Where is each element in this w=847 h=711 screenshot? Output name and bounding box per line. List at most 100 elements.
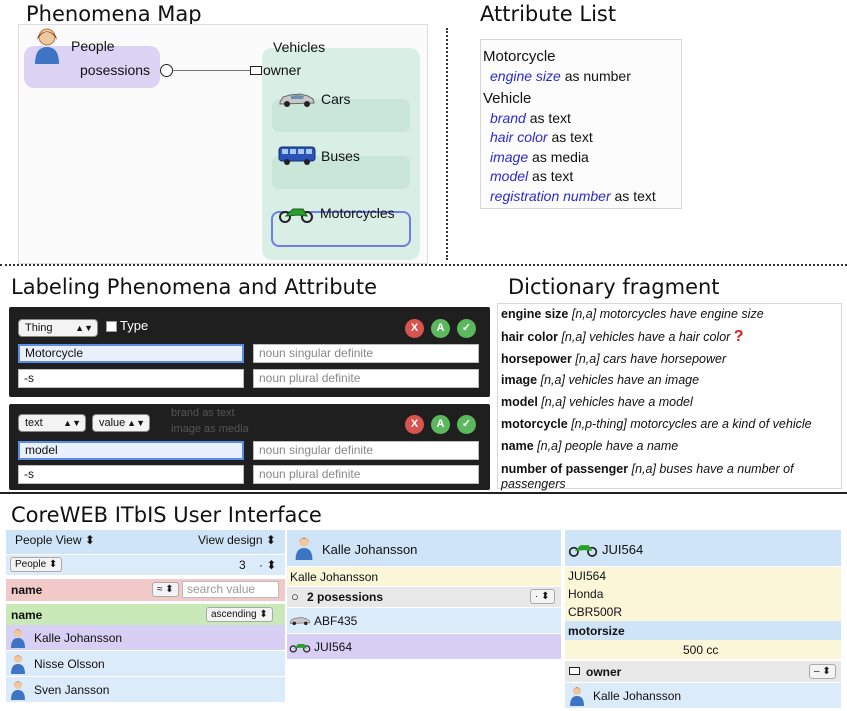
motorsize-value-row[interactable]: 500 cc [565,640,841,659]
search-input[interactable]: search value [182,581,279,598]
person-row-selected[interactable]: Kalle Johansson [6,625,285,650]
delete-button[interactable]: X [405,319,424,338]
motorcycle-icon [568,540,598,560]
value-row[interactable]: CBR500R [565,603,841,621]
dictionary-description: people have a name [564,438,679,453]
attribute-item[interactable]: hair color as text [483,128,679,148]
dictionary-description: motorcycles have engine size [599,307,764,321]
posessions-stepper[interactable]: · ⬍ [530,589,555,604]
confirm-button[interactable]: ✓ [457,319,476,338]
attribute-item[interactable]: registration number as text [483,187,679,207]
attribute-type: as text [532,168,574,184]
select-value: value [99,417,126,429]
motorcycles-phenomenon[interactable] [271,211,411,247]
chevron-updown-icon: ⬍ [84,533,95,547]
attribute-group-heading: Motorcycle [483,48,556,65]
owner-person-row[interactable]: Kalle Johansson [565,683,841,708]
question-mark-icon[interactable]: ? [733,327,744,345]
value-row[interactable]: Honda [565,585,841,603]
dictionary-tag: [n,a] [541,395,566,410]
person-name: Sven Jansson [34,683,110,697]
vehicle-plate: JUI564 [314,640,353,654]
select-value: text [25,417,43,429]
dictionary-panel: engine size [n,a] motorcycles have engin… [497,303,842,492]
plural-hint: noun plural definite [253,465,479,484]
name-value-row[interactable]: Kalle Johansson [287,567,561,586]
motorsize-label: motorsize [568,624,625,638]
vertical-divider [446,28,448,260]
motorcycles-label: Motorcycles [320,205,395,221]
vehicle-row[interactable]: ABF435 [287,608,561,633]
buses-label: Buses [321,148,360,164]
singular-input[interactable]: Motorcycle [18,344,244,363]
vehicle-plate: ABF435 [314,614,358,628]
owner-name: Kalle Johansson [593,689,682,703]
dictionary-entry[interactable]: image [n,a] vehicles have an image [501,370,841,392]
posessions-row[interactable]: ○ 2 posessions · ⬍ [287,587,561,607]
dictionary-entry[interactable]: motorcycle [n,p-thing] motorcycles are a… [501,414,841,436]
motorsize-label-row: motorsize [565,621,841,640]
person-row[interactable]: Nisse Olsson [6,651,285,676]
dictionary-tag: [n,a] [537,438,562,453]
relation-end-square[interactable] [250,66,262,75]
delete-button[interactable]: X [405,415,424,434]
attribute-name: brand [490,109,526,126]
value-text: Honda [568,587,604,601]
dictionary-tag: [n,a] [631,461,656,476]
value-row[interactable]: JUI564 [565,567,841,585]
dictionary-term: horsepower [501,351,572,366]
dictionary-description: buses have a number of passengers [501,461,794,491]
dictionary-term: image [501,373,538,388]
owner-label: owner [263,62,302,78]
phenomenon-kind-select[interactable]: Thing▲▼ [18,319,98,337]
attribute-type: as number [564,68,631,84]
attribute-kind-select[interactable]: value▲▼ [92,414,150,432]
vehicle-row-selected[interactable]: JUI564 [287,634,561,659]
attribute-type-select[interactable]: text▲▼ [18,414,86,432]
attribute-type: as text [529,109,571,126]
labeling-panel-phenomenon: Thing▲▼ Type X A ✓ Motorcycle noun singu… [9,307,490,397]
labeling-title: Labeling Phenomena and Attribute [11,275,377,299]
attribute-item[interactable]: engine size as number [483,67,679,87]
dictionary-entry[interactable]: horsepower [n,a] cars have horsepower [501,349,841,371]
select-value: ascending [211,609,257,620]
attribute-item[interactable]: model as text [483,167,679,187]
sort-order-select[interactable]: ascending ⬍ [206,607,273,622]
motorcycle-icon [289,640,311,656]
add-button[interactable]: A [431,415,450,434]
attribute-item[interactable]: brand as text [483,109,679,129]
singular-input[interactable]: model [18,441,244,460]
motorsize-value: 500 cc [683,643,719,657]
type-checkbox[interactable] [106,321,117,332]
person-icon [34,28,60,69]
view-design-button[interactable]: View design ⬍ [194,534,280,549]
plural-input[interactable]: -s [18,465,244,484]
view-select[interactable]: People View ⬍ [11,534,99,549]
dictionary-entry[interactable]: number of passenger [n,a] buses have a n… [501,458,841,492]
dictionary-description: vehicles have an image [568,373,700,388]
count-stepper[interactable]: · ⬍ [259,558,277,572]
add-button[interactable]: A [431,319,450,338]
attribute-name: engine size [490,68,561,84]
dictionary-entry[interactable]: name [n,a] people have a name [501,436,841,458]
person-row[interactable]: Sven Jansson [6,677,285,702]
cars-phenomenon[interactable] [272,99,410,132]
owner-row[interactable]: owner – ⬍ [565,661,841,682]
chevron-updown-icon: ▲▼ [127,418,145,428]
dictionary-entry[interactable]: model [n,a] vehicles have a model [501,392,841,414]
relation-end-circle[interactable] [160,64,173,77]
dictionary-entry[interactable]: engine size [n,a] motorcycles have engin… [501,304,841,326]
owner-label: owner [586,665,622,679]
plural-input[interactable]: -s [18,369,244,388]
attribute-item[interactable]: image as media [483,148,679,168]
dictionary-term: model [501,395,538,410]
owner-control[interactable]: – ⬍ [809,664,836,679]
filter-operator-select[interactable]: ≈ ⬍ [152,582,179,597]
section-divider [0,492,847,494]
dictionary-entry[interactable]: hair color [n,a] vehicles have a hair co… [501,326,841,349]
dictionary-title: Dictionary fragment [508,275,720,299]
attribute-type: as media [532,148,589,165]
confirm-button[interactable]: ✓ [457,415,476,434]
collection-select[interactable]: People ⬍ [10,557,63,572]
